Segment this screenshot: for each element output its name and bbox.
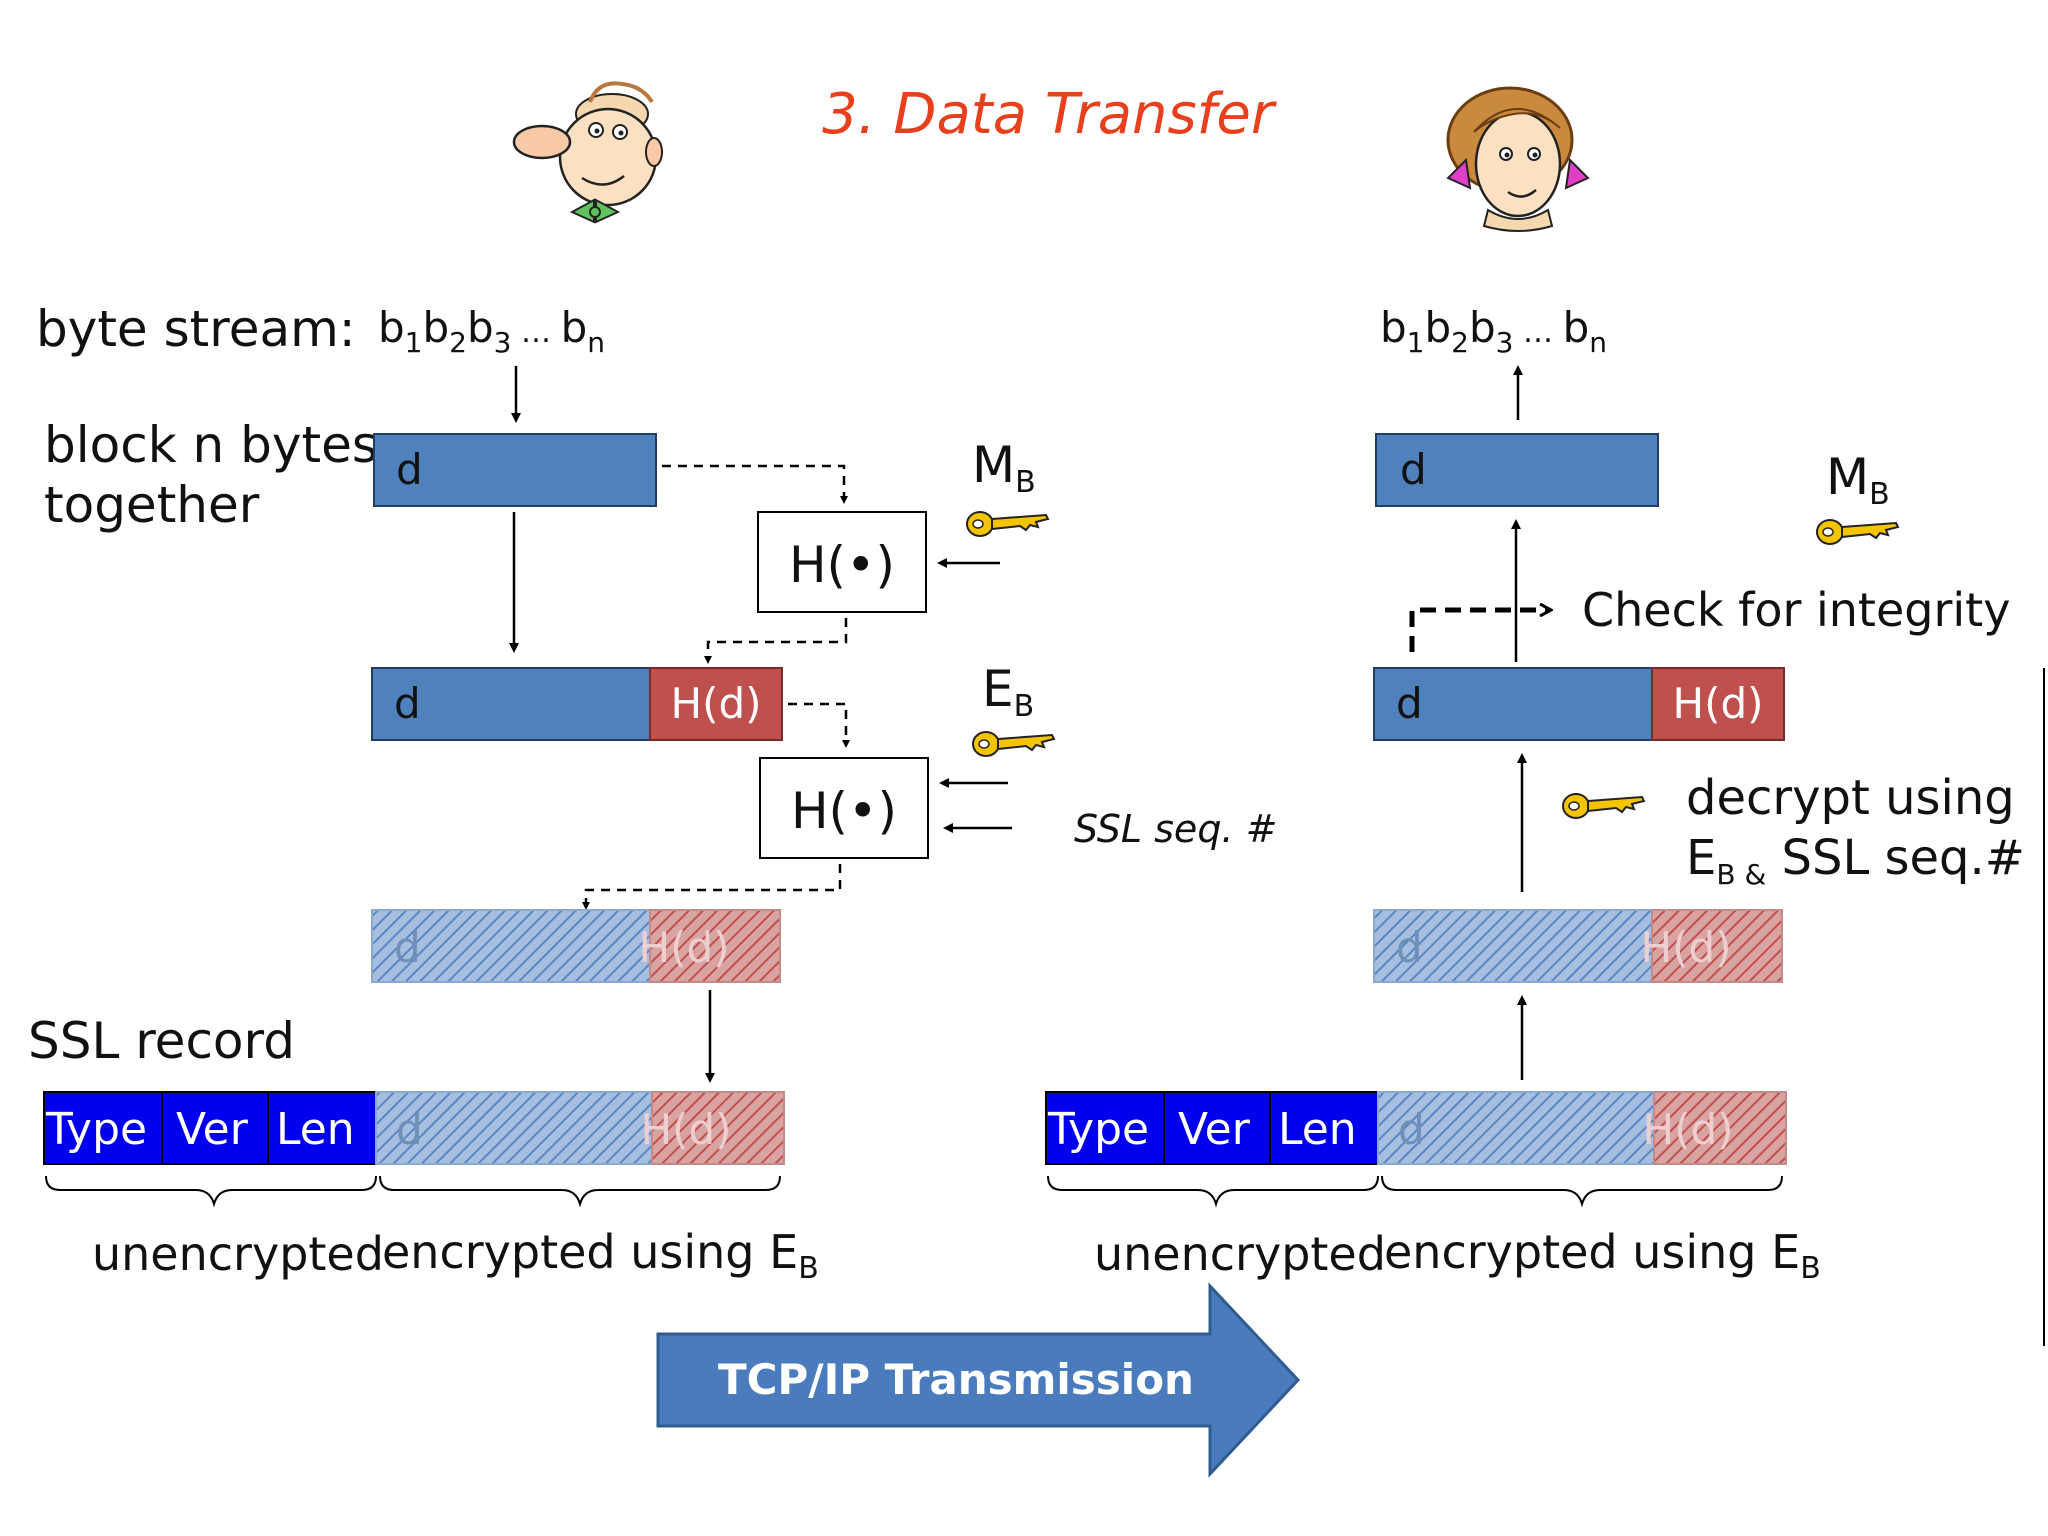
record-d-label: d (396, 1105, 423, 1154)
hash-function-box-2 (759, 757, 929, 859)
record-encrypted-hash (651, 1091, 785, 1165)
bob-cartoon-icon (1446, 86, 1590, 232)
receiver-encrypted-brace (1381, 1175, 1783, 1208)
sender-block2-hash (649, 667, 783, 741)
sender-block2-data (371, 667, 651, 741)
record-h-label: H(d) (640, 1105, 731, 1154)
receiver-record-len-field (1269, 1091, 1379, 1165)
sender-encrypted-data (371, 909, 651, 983)
enc-key-label: EB (982, 660, 1034, 724)
hash-to-hd-dashed-arrow (704, 618, 848, 664)
receiver-data-block-label: d (1400, 445, 1427, 494)
integrity-check-label: Check for integrity (1582, 583, 2010, 637)
receiver-byte-stream: b1b2b3 … bn (1380, 303, 1607, 359)
mac-key-label: MB (972, 436, 1036, 500)
receiver-block2-h-label: H(d) (1672, 679, 1763, 728)
hash-function-box-2-label: H(•) (791, 782, 897, 840)
record-ver-label: Ver (176, 1104, 249, 1155)
receiver-decrypt-key-icon (1562, 793, 1645, 819)
receiver-record-len-label: Len (1278, 1104, 1357, 1155)
alice-cartoon-icon (512, 81, 663, 224)
tcpip-arrow-shape (656, 1282, 1301, 1478)
sender-byte-stream: b1b2b3 … bn (378, 303, 605, 359)
receiver-block2-hash (1651, 667, 1785, 741)
sender-encrypted-brace (379, 1175, 781, 1208)
hd-to-hash2-dashed-arrow (788, 702, 850, 748)
record-ver-field (161, 1091, 269, 1165)
receiver-unencrypted-brace (1047, 1175, 1379, 1208)
receiver-encrypted-label: encrypted using EB (1384, 1225, 1821, 1286)
sender-unencrypted-brace (45, 1175, 377, 1208)
byte-stream-label: byte stream: (36, 300, 356, 358)
sender-encrypted-h-label: H(d) (638, 923, 729, 972)
sender-block2-h-label: H(d) (670, 679, 761, 728)
receiver-record-d-label: d (1398, 1105, 1425, 1154)
receiver-data-block (1375, 433, 1659, 507)
receiver-encrypted-h-label: H(d) (1640, 923, 1731, 972)
receiver-mac-key-icon (1816, 519, 1899, 545)
sender-encrypted-d-label: d (394, 923, 421, 972)
sender-data-block (373, 433, 657, 507)
sender-encrypted-hash (649, 909, 781, 983)
sender-encrypted-label: encrypted using EB (382, 1225, 819, 1286)
record-len-label: Len (276, 1104, 355, 1155)
hash-function-box-1 (757, 511, 927, 613)
receiver-record-h-label: H(d) (1642, 1105, 1733, 1154)
data-to-hash-dashed-arrow (662, 464, 848, 504)
receiver-ssl-record: Type Ver Len d H(d) (1045, 1091, 1787, 1165)
hash2-to-encrypted-dashed-arrow (582, 864, 842, 910)
block-label-line2: together (44, 476, 260, 534)
receiver-record-type-field (1045, 1091, 1165, 1165)
receiver-unencrypted-label: unencrypted (1094, 1227, 1386, 1281)
receiver-encrypted-d-label: d (1396, 923, 1423, 972)
sender-data-block-label: d (396, 445, 423, 494)
sender-block2-d-label: d (394, 679, 421, 728)
decrypt-label-line1: decrypt using (1686, 770, 2015, 826)
receiver-block2-data (1373, 667, 1653, 741)
hash-function-box-1-label: H(•) (789, 536, 895, 594)
block-label-line1: block n bytes (44, 416, 378, 474)
record-encrypted-data (375, 1091, 653, 1165)
receiver-mac-key-label: MB (1826, 448, 1890, 512)
receiver-record-encrypted-data (1377, 1091, 1655, 1165)
integrity-check-dashed-arrow (1409, 610, 1550, 652)
sender-unencrypted-label: unencrypted (92, 1227, 384, 1281)
ssl-seq-label: SSL seq. # (1074, 807, 1277, 851)
page-title: 3. Data Transfer (822, 82, 1277, 147)
decrypt-label-line2: EB & SSL seq.# (1686, 830, 2025, 891)
mac-key-icon (966, 511, 1049, 537)
tcpip-transmission-arrow: TCP/IP Transmission (656, 1282, 1301, 1478)
receiver-block2-d-label: d (1396, 679, 1423, 728)
receiver-record-ver-label: Ver (1178, 1104, 1251, 1155)
record-type-label: Type (45, 1104, 147, 1155)
ssl-record-label: SSL record (28, 1012, 295, 1070)
receiver-record-encrypted-hash (1653, 1091, 1787, 1165)
receiver-record-type-label: Type (1047, 1104, 1149, 1155)
record-len-field (267, 1091, 377, 1165)
receiver-encrypted-hash (1651, 909, 1783, 983)
tcpip-arrow-label: TCP/IP Transmission (718, 1355, 1194, 1404)
enc-key-icon (972, 731, 1055, 757)
sender-ssl-record: Type Ver Len d H(d) (43, 1091, 785, 1165)
record-type-field (43, 1091, 163, 1165)
